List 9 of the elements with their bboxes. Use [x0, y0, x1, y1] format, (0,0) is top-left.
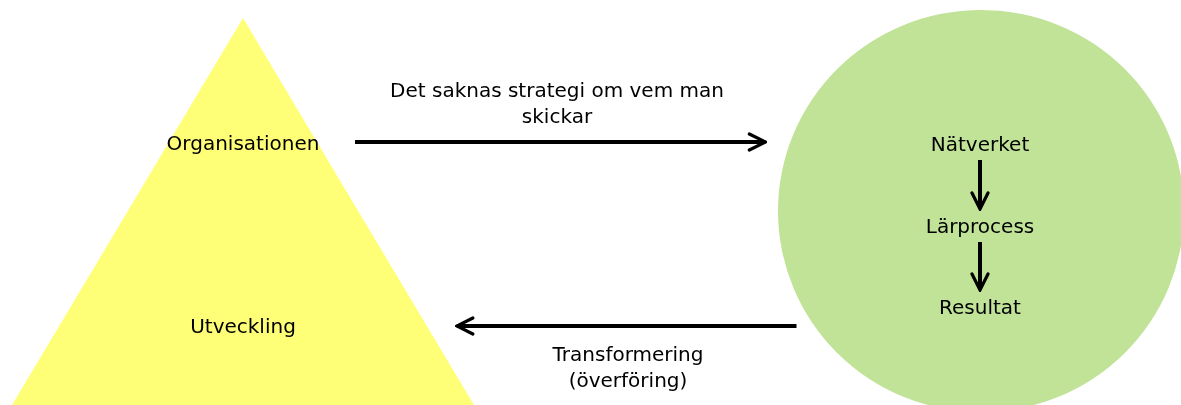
arrow — [355, 132, 767, 152]
node-label: Organisationen — [166, 131, 320, 155]
node-label: Resultat — [930, 293, 1030, 321]
node-label: Nätverket — [930, 130, 1030, 158]
arrow — [970, 242, 990, 292]
arrow — [455, 316, 797, 336]
arrow — [970, 160, 990, 211]
node-label: Utveckling — [190, 314, 296, 338]
node-label: Lärprocess — [920, 212, 1040, 240]
